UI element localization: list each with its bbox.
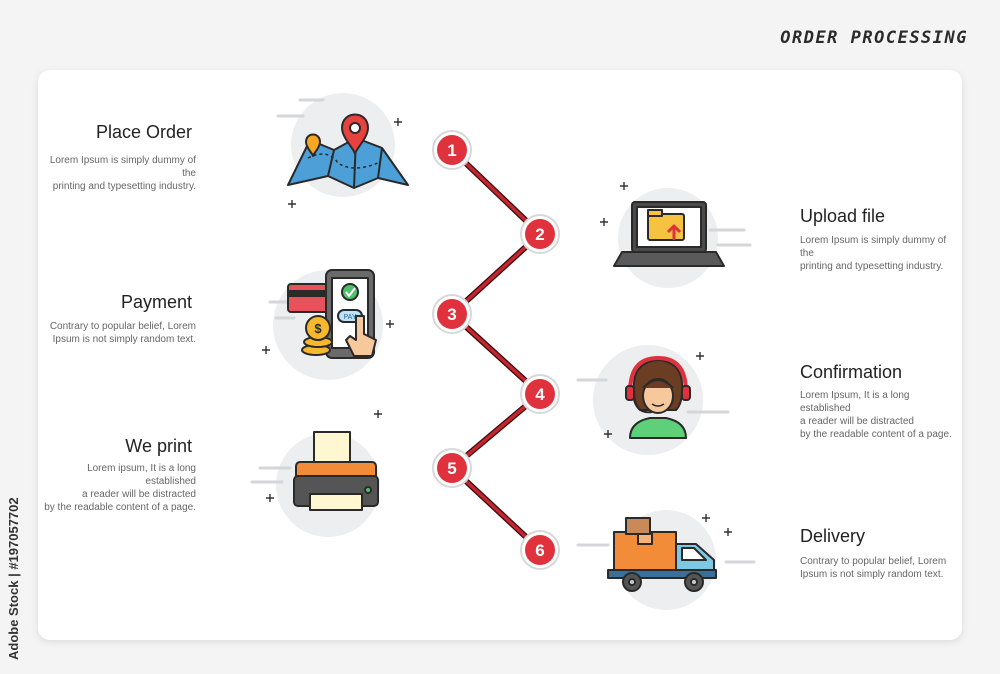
- step-number: 6: [535, 541, 544, 560]
- step-number: 4: [535, 385, 545, 404]
- step-title: Delivery: [800, 526, 866, 546]
- map-pin-icon: [287, 113, 409, 189]
- step-node-3: 3: [432, 294, 472, 334]
- step-description: Lorem Ipsum is simply dummy of the print…: [800, 235, 947, 272]
- step-number: 1: [447, 141, 456, 160]
- step-title: Upload file: [800, 206, 886, 226]
- svg-text:$: $: [314, 321, 322, 336]
- process-diagram: 1 2 3 4 5 6: [250, 93, 756, 610]
- step-node-6: 6: [520, 530, 560, 570]
- page-title: ORDER PROCESSING: [780, 28, 968, 48]
- laptop-upload-icon: [613, 201, 725, 267]
- connector-shadow: [449, 147, 543, 553]
- step-description: Lorem Ipsum, It is a long established a …: [800, 390, 952, 440]
- step-title: Place Order: [95, 122, 192, 142]
- svg-text:PAY: PAY: [344, 314, 357, 321]
- step-node-4: 4: [520, 374, 560, 414]
- delivery-truck-icon: [607, 517, 717, 592]
- printer-icon: [293, 431, 379, 511]
- sparkle-decor: [262, 118, 732, 536]
- step-description: Contrary to popular belief, Lorem Ipsum …: [49, 321, 196, 345]
- step-title: Confirmation: [800, 362, 903, 382]
- step-node-2: 2: [520, 214, 560, 254]
- connector-line: [450, 148, 542, 552]
- step-number: 2: [535, 225, 544, 244]
- step-number: 5: [447, 459, 456, 478]
- stock-credit: Adobe Stock | #197057702: [6, 497, 21, 660]
- support-agent-icon: [625, 356, 691, 439]
- step-description: Contrary to popular belief, Lorem Ipsum …: [800, 556, 947, 580]
- step-title: We print: [125, 436, 192, 456]
- step-node-1: 1: [432, 130, 472, 170]
- step-description: Lorem ipsum, It is a long established a …: [44, 463, 196, 513]
- step-title: Payment: [120, 292, 192, 312]
- mobile-payment-icon: PAY $: [287, 269, 377, 359]
- step-number: 3: [447, 305, 456, 324]
- step-node-5: 5: [432, 448, 472, 488]
- process-card: 1 2 3 4 5 6: [38, 70, 962, 640]
- step-description: Lorem Ipsum is simply dummy of the print…: [49, 155, 196, 192]
